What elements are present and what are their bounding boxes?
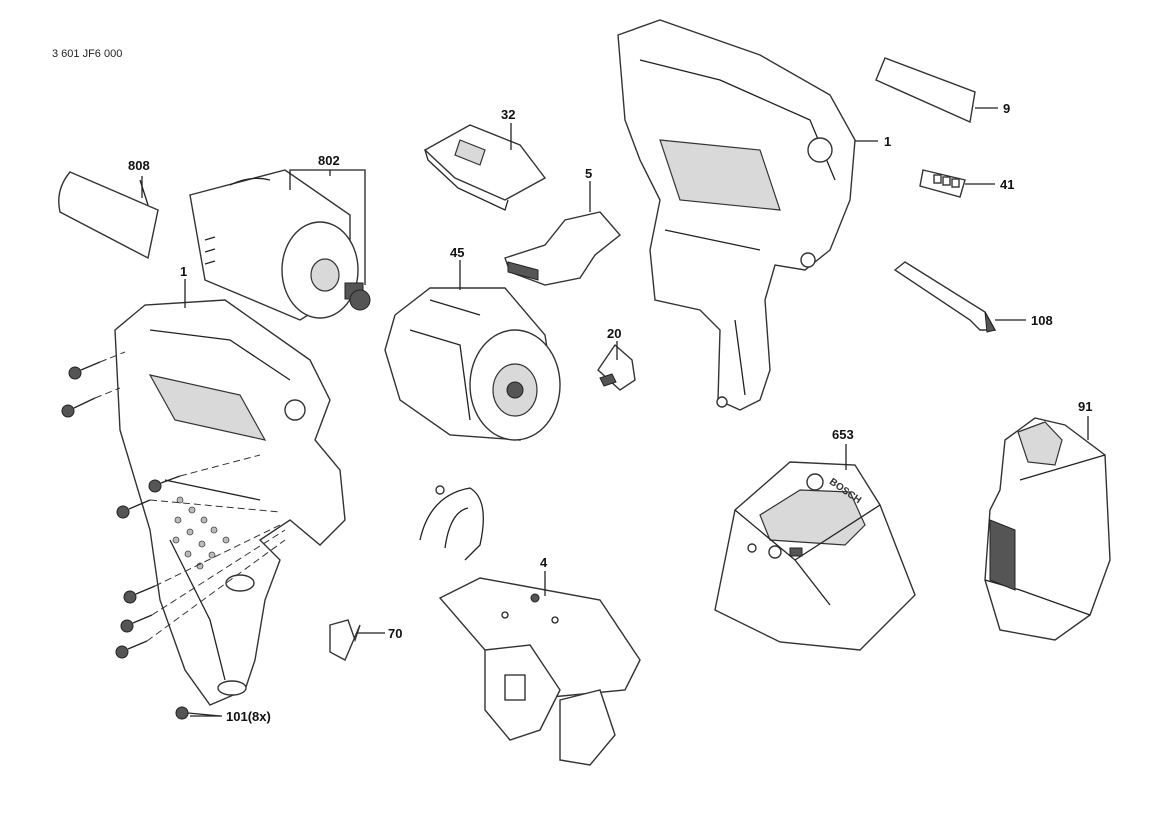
part-91-battery: [984, 417, 1111, 641]
label-32: 32: [501, 107, 516, 122]
part-20-lever: [597, 343, 636, 391]
part-5-rocker: [504, 211, 622, 286]
label-41: 41: [1000, 177, 1015, 192]
label-1-right: 1: [884, 134, 892, 149]
part-41-sticker: [919, 169, 966, 198]
part-1-left-housing: [114, 299, 346, 706]
part-101-screws: [61, 351, 286, 720]
part-45-gearbox: [384, 287, 561, 441]
part-4-electronics-module: [419, 485, 641, 766]
part-1-right-housing: [617, 19, 856, 411]
label-101: 101(8x): [226, 709, 271, 724]
part-9-label: [875, 57, 976, 124]
part-802-motor: [189, 169, 371, 321]
label-45: 45: [450, 245, 465, 260]
label-20: 20: [607, 326, 622, 341]
leader-lines: [141, 107, 1089, 717]
part-108-bit: [893, 261, 997, 333]
label-653: 653: [832, 427, 854, 442]
part-653-charger: BOSCH: [714, 461, 916, 651]
label-108: 108: [1031, 313, 1053, 328]
label-5: 5: [585, 166, 593, 181]
label-1-left: 1: [180, 264, 188, 279]
part-32-slider: [423, 124, 547, 211]
label-91: 91: [1078, 399, 1093, 414]
label-802: 802: [318, 153, 340, 168]
label-808: 808: [128, 158, 150, 173]
label-101-number: 101: [226, 709, 248, 724]
document-code: 3 601 JF6 000: [52, 48, 123, 60]
part-808-label-sheet: [58, 171, 159, 260]
label-101-quantity: (8x): [247, 709, 271, 724]
part-70-clip: [329, 619, 361, 661]
label-9: 9: [1003, 101, 1011, 116]
label-4: 4: [540, 555, 548, 570]
label-70: 70: [388, 626, 403, 641]
